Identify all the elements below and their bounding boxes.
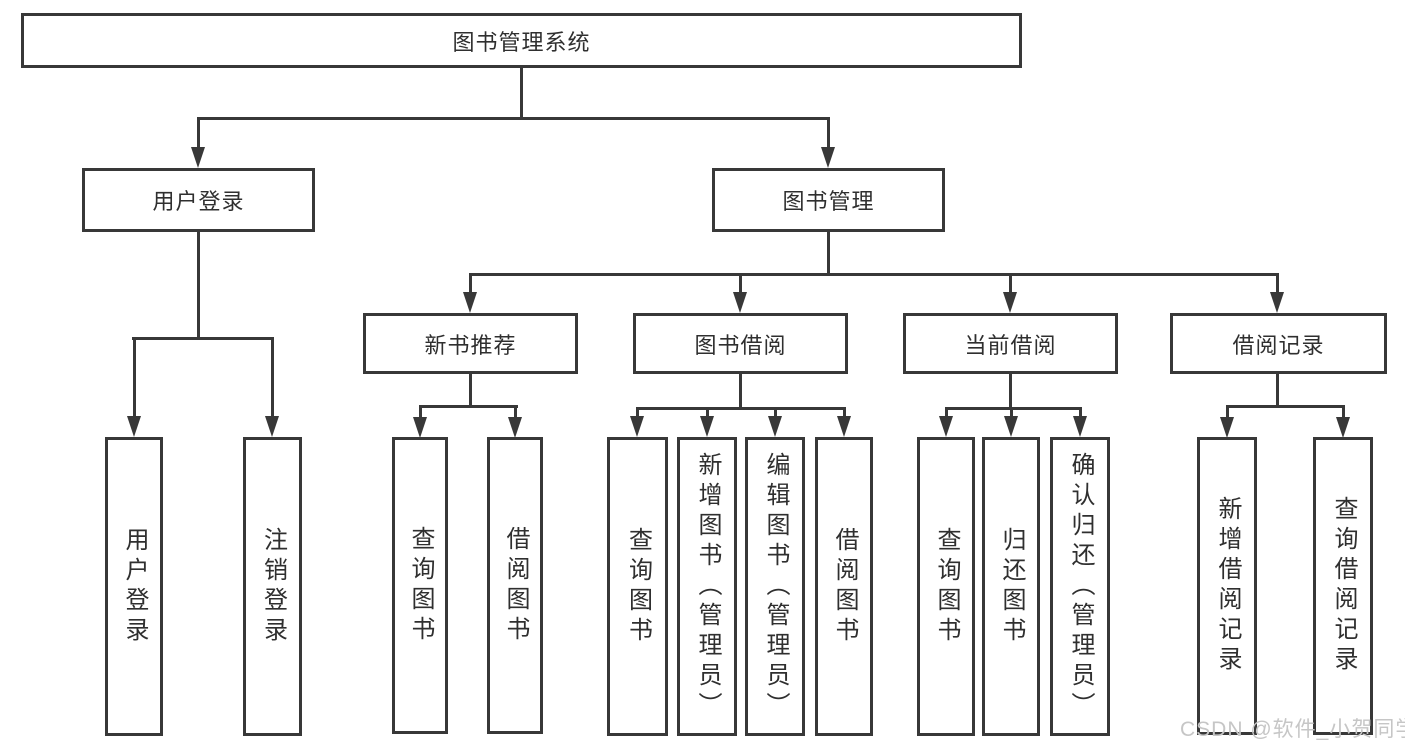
connector-stem (843, 407, 846, 419)
connector-stem (1342, 405, 1345, 420)
node-library-management-system: 图书管理系统 (21, 13, 1022, 68)
leaf-query-books-recommend: 查询图书 (392, 437, 448, 734)
leaf-borrow-books-recommend: 借阅图书 (487, 437, 543, 734)
connector-current-trunk (1009, 374, 1012, 410)
connector-root-horizontal (197, 117, 830, 120)
leaf-edit-books-admin: 编辑图书（管理员） (745, 437, 805, 736)
arrowhead-icon (1270, 292, 1284, 313)
leaf-borrow-books: 借阅图书 (815, 437, 873, 736)
connector-stem (706, 407, 709, 419)
connector-stem (419, 405, 422, 420)
connector-mgmt-horizontal (469, 273, 1279, 276)
arrowhead-icon (265, 416, 279, 437)
connector-stem (1226, 405, 1229, 420)
connector-stem (636, 407, 639, 419)
connector-borrow-horizontal (636, 407, 846, 410)
connector-stem (1010, 407, 1013, 419)
arrowhead-icon (630, 416, 644, 437)
connector-stem-leaf-logout (271, 337, 274, 418)
connector-stem-leaf-login (133, 337, 136, 418)
connector-login-trunk (197, 232, 200, 340)
arrowhead-icon (1003, 292, 1017, 313)
leaf-return-books: 归还图书 (982, 437, 1040, 736)
connector-stem (945, 407, 948, 419)
connector-stem-new-book (469, 273, 472, 294)
connector-newbook-horizontal (419, 405, 518, 408)
arrowhead-icon (733, 292, 747, 313)
connector-stem (1079, 407, 1082, 419)
connector-mgmt-trunk (827, 232, 830, 276)
arrowhead-icon (463, 292, 477, 313)
arrowhead-icon (191, 147, 205, 168)
connector-stem-book-management (827, 117, 830, 149)
csdn-watermark: CSDN @软件_小贺同学 (1180, 718, 1405, 741)
arrowhead-icon (1336, 417, 1350, 438)
node-book-borrowing: 图书借阅 (633, 313, 848, 374)
arrowhead-icon (508, 417, 522, 438)
leaf-query-books-current: 查询图书 (917, 437, 975, 736)
connector-stem-user-login (197, 117, 200, 149)
arrowhead-icon (837, 416, 851, 437)
arrowhead-icon (821, 147, 835, 168)
arrowhead-icon (127, 416, 141, 437)
connector-root-trunk (520, 68, 523, 120)
node-book-management: 图书管理 (712, 168, 945, 232)
connector-stem (514, 405, 517, 420)
leaf-confirm-return-admin: 确认归还（管理员） (1050, 437, 1110, 736)
leaf-logout: 注销登录 (243, 437, 302, 736)
arrowhead-icon (1220, 417, 1234, 438)
leaf-query-books-borrow: 查询图书 (607, 437, 668, 736)
connector-current-horizontal (945, 407, 1082, 410)
leaf-user-login: 用户登录 (105, 437, 163, 736)
connector-records-horizontal (1226, 405, 1345, 408)
arrowhead-icon (1073, 416, 1087, 437)
arrowhead-icon (1004, 416, 1018, 437)
arrowhead-icon (413, 417, 427, 438)
connector-newbook-trunk (469, 374, 472, 408)
arrowhead-icon (700, 416, 714, 437)
leaf-query-borrow-record: 查询借阅记录 (1313, 437, 1373, 735)
arrowhead-icon (939, 416, 953, 437)
leaf-add-books-admin: 新增图书（管理员） (677, 437, 737, 736)
node-current-borrowing: 当前借阅 (903, 313, 1118, 374)
connector-stem-borrow-records (1276, 273, 1279, 294)
connector-login-horizontal (132, 337, 274, 340)
connector-stem-current-borrow (1009, 273, 1012, 294)
leaf-add-borrow-record: 新增借阅记录 (1197, 437, 1257, 735)
connector-borrow-trunk (739, 374, 742, 410)
connector-stem-book-borrow (739, 273, 742, 294)
node-new-book-recommendation: 新书推荐 (363, 313, 578, 374)
node-user-login: 用户登录 (82, 168, 315, 232)
connector-stem (774, 407, 777, 419)
arrowhead-icon (768, 416, 782, 437)
node-borrowing-records: 借阅记录 (1170, 313, 1387, 374)
connector-records-trunk (1276, 374, 1279, 408)
